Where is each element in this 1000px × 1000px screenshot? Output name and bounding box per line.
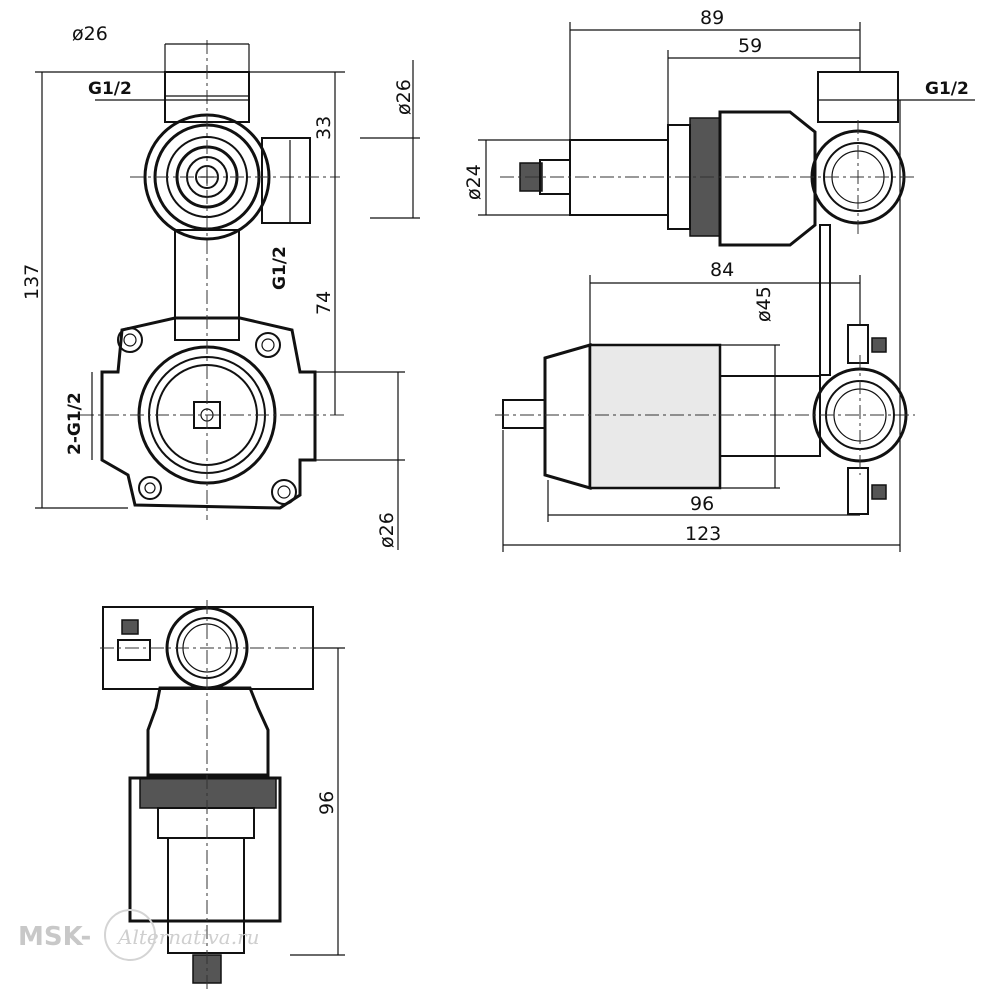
watermark-logo-icon xyxy=(104,909,156,961)
side-lower-nose xyxy=(543,343,592,490)
top-housing xyxy=(128,776,282,923)
dim-front-side-outlet: G1/2 xyxy=(270,246,290,290)
dim-side-spindle-diameter: ø24 xyxy=(463,164,485,200)
top-thread-band xyxy=(139,777,277,809)
side-top-nipple xyxy=(817,71,899,123)
front-body xyxy=(100,316,317,510)
dim-front-top-diameter: ø26 xyxy=(72,23,108,45)
top-stem xyxy=(167,837,245,954)
screw-icon xyxy=(138,476,162,500)
dim-side-overall-depth: 123 xyxy=(685,523,721,545)
watermark: MSK- Alternativa.ru xyxy=(18,909,260,961)
dim-side-sleeve-length: 84 xyxy=(710,259,734,281)
top-view: 96 xyxy=(100,600,345,990)
top-neck xyxy=(146,686,270,777)
dim-front-side-diameter-top: ø26 xyxy=(393,79,415,115)
dim-front-side-inlets: 2-G1/2 xyxy=(65,392,85,455)
dim-side-width-partial: 59 xyxy=(738,35,762,57)
front-right-outlet xyxy=(261,137,311,224)
dim-front-offset-top: 33 xyxy=(313,116,335,140)
side-view: 89 59 G1/2 ø24 84 ø45 96 123 xyxy=(463,7,975,552)
dim-side-sleeve-diameter: ø45 xyxy=(753,286,775,322)
dim-front-center-distance: 74 xyxy=(313,291,335,315)
side-lower-stem xyxy=(502,399,546,429)
side-cartridge-body xyxy=(718,110,817,247)
dim-side-width-total: 89 xyxy=(700,7,724,29)
screw-icon xyxy=(271,479,297,505)
dim-side-body-depth: 96 xyxy=(690,493,714,515)
screw-icon xyxy=(117,327,143,353)
dim-front-top-thread: G1/2 xyxy=(88,79,132,99)
dim-side-thread: G1/2 xyxy=(925,79,969,99)
dim-front-overall-height: 137 xyxy=(21,264,43,300)
screw-icon xyxy=(255,332,281,358)
dim-front-side-diameter-bottom: ø26 xyxy=(376,512,398,548)
front-view: ø26 G1/2 137 33 74 G1/2 2-G1/2 ø26 ø26 xyxy=(21,23,420,550)
side-connector xyxy=(819,224,831,376)
side-lower-sleeve xyxy=(588,343,722,490)
dim-top-height: 96 xyxy=(316,791,338,815)
watermark-brand: MSK- xyxy=(18,922,91,952)
watermark-script: Alternativa.ru xyxy=(116,925,260,949)
